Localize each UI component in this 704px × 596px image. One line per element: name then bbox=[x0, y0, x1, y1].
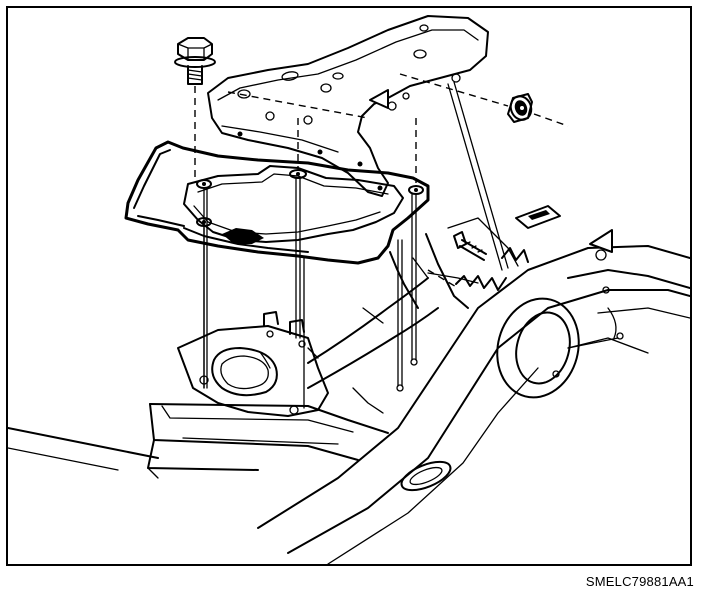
vehicle-frame-structure bbox=[8, 205, 690, 564]
middle-mount-tray bbox=[124, 140, 430, 265]
installation-alignment-lines bbox=[194, 73, 569, 409]
upper-mount-bracket bbox=[207, 15, 489, 197]
illustration-frame bbox=[6, 6, 692, 566]
flange-nut bbox=[507, 93, 533, 123]
mounting-stud bbox=[453, 231, 487, 261]
figure-reference-code: SMELC79881AA1 bbox=[585, 574, 694, 589]
exploded-view-drawing bbox=[8, 15, 690, 564]
hex-flange-bolt bbox=[174, 37, 216, 85]
